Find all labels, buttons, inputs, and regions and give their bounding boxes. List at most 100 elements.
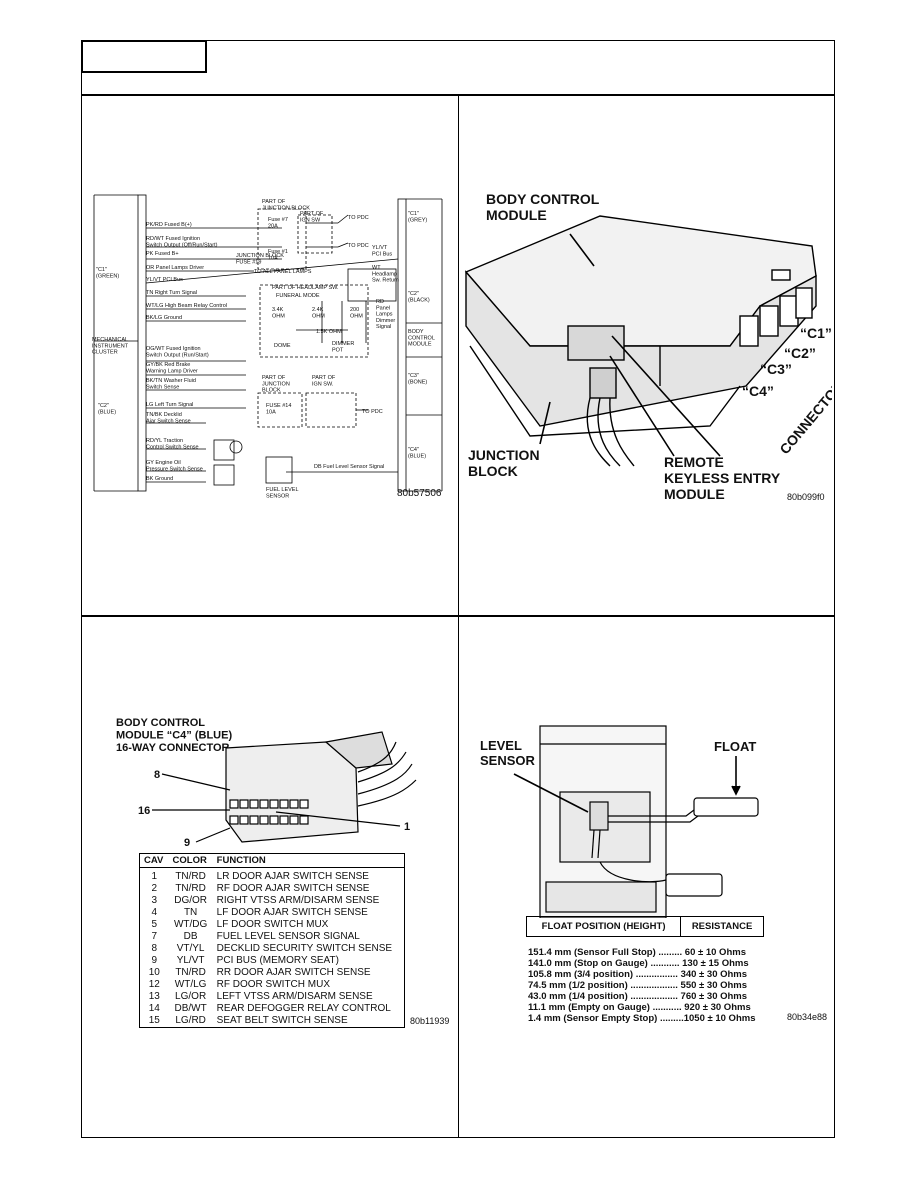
c1-callout: “C1” <box>800 325 832 341</box>
float-resistance-rows: 151.4 mm (Sensor Full Stop) ......... 60… <box>528 947 768 1024</box>
col-color: COLOR <box>168 853 213 868</box>
list-item: 43.0 mm (1/4 position) .................… <box>528 991 748 1002</box>
wire-7: BK/LG Ground <box>146 315 182 321</box>
headlamp-sw-label: PART OF HEADLAMP SW. <box>272 285 339 291</box>
bcm-c2-black: "C2"(BLACK) <box>408 291 430 303</box>
connectors-callout: CONNECTORS <box>776 371 832 457</box>
resistor-1-5k: 1.5K OHM <box>316 329 342 335</box>
c4-callout: “C4” <box>742 383 774 399</box>
c2-callout: “C2” <box>784 345 816 361</box>
to-pdc-label-3: TO PDC <box>362 409 383 415</box>
wire-3: OR Panel Lamps Driver <box>146 265 204 271</box>
col-cav: CAV <box>139 853 169 868</box>
figure-code-bcm: 80b099f0 <box>787 492 825 502</box>
list-item: 1.4 mm (Sensor Empty Stop) .........1050… <box>528 1013 756 1024</box>
c1-green-label: "C1"(GREEN) <box>96 267 119 279</box>
wire-15: BK Ground <box>146 476 173 482</box>
bcm-c1-grey: "C1"(GREY) <box>408 211 427 223</box>
c3-callout: “C3” <box>760 361 792 377</box>
db-signal-label: DB Fuel Level Sensor Signal <box>314 464 384 470</box>
pin-8-callout: 8 <box>154 769 160 781</box>
dome-label: DOME <box>274 343 291 349</box>
bcm-c4-blue: "C4"(BLUE) <box>408 447 426 459</box>
float-callout: FLOAT <box>714 739 756 754</box>
wire-5: TN Right Turn Signal <box>146 290 197 296</box>
list-item: 105.8 mm (3/4 position) ................… <box>528 969 748 980</box>
column-divider <box>458 94 459 1138</box>
c2-blue-label: "C2"(BLUE) <box>98 403 116 415</box>
to-panel-lamps-label: TO ALL PANEL LAMPS <box>254 269 312 275</box>
wire-2: PK Fused B+ <box>146 251 179 257</box>
figure-code-connector: 80b11939 <box>410 1016 450 1026</box>
pin-1-callout: 1 <box>404 821 410 833</box>
wire-4: YL/VT PCI Bus <box>146 277 183 283</box>
wire-6: WT/LG High Beam Relay Control <box>146 303 227 309</box>
bcm-c3-bone: "C3"(BONE) <box>408 373 427 385</box>
col-resistance: RESISTANCE <box>691 921 753 932</box>
list-item: 151.4 mm (Sensor Full Stop) ......... 60… <box>528 947 746 958</box>
pin-9-callout: 9 <box>184 837 190 849</box>
col-function: FUNCTION <box>212 853 405 868</box>
float-resistance-table: FLOAT POSITION (HEIGHT) RESISTANCE <box>526 916 764 937</box>
header-tab-box <box>81 40 207 73</box>
list-item: 141.0 mm (Stop on Gauge) ........... 130… <box>528 958 749 969</box>
figure-code-schematic: 80b57506 <box>397 488 442 499</box>
col-float-position: FLOAT POSITION (HEIGHT) <box>526 916 682 937</box>
to-pdc-label-2: TO PDC <box>348 243 369 249</box>
wire-0: PK/RD Fused B(+) <box>146 222 192 228</box>
figure-code-sensor: 80b34e88 <box>787 1012 828 1022</box>
list-item: 11.1 mm (Empty on Gauge) ........... 920… <box>528 1002 751 1013</box>
list-item: 74.5 mm (1/2 position) .................… <box>528 980 748 991</box>
to-pdc-label-1: TO PDC <box>348 215 369 221</box>
funeral-mode-label: FUNERAL MODE <box>276 293 320 299</box>
pin-16-callout: 16 <box>138 805 150 817</box>
wire-11: LG Left Turn Signal <box>146 402 193 408</box>
